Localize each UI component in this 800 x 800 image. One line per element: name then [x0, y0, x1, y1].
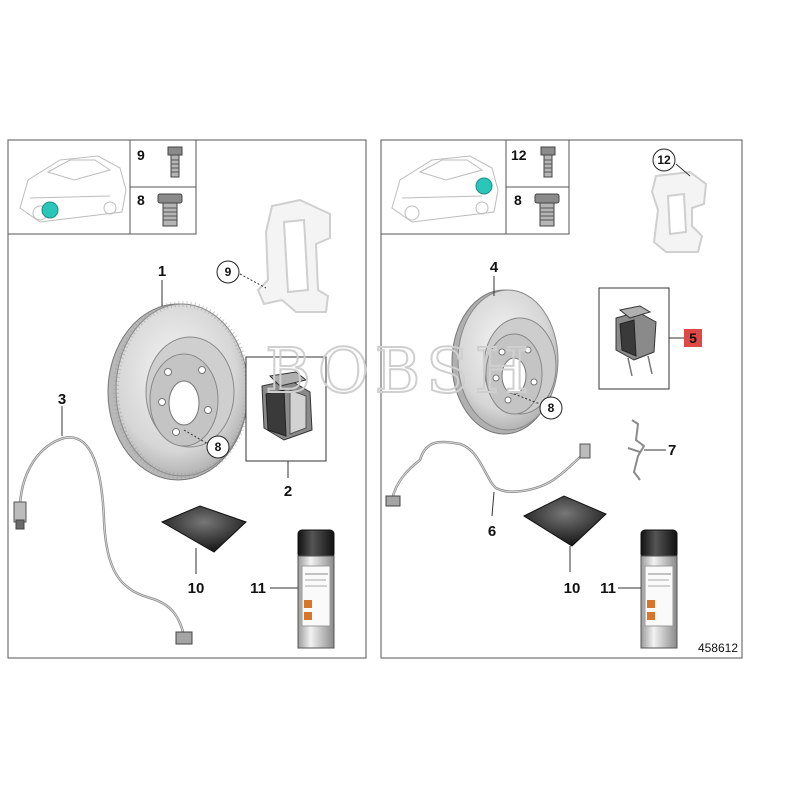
callout-9: 9: [225, 265, 232, 279]
wear-sensor-probe-rear: [579, 443, 591, 459]
callout-leader-12: [675, 163, 691, 177]
callout-11-left: 11: [250, 580, 266, 597]
caliper-carrier-ghost-right: [650, 170, 708, 253]
callout-leader-8-right: [513, 393, 541, 405]
brake-disc-rear: [451, 289, 559, 435]
callout-4: 4: [490, 259, 499, 276]
inset-label-8-right: 8: [514, 192, 522, 208]
brake-pad-set: [245, 356, 327, 462]
wear-sensor-connector: [175, 631, 193, 645]
left-inset: 9 8: [7, 139, 197, 235]
position-marker-icon: [41, 201, 59, 219]
caliper-bolt-icon: [167, 146, 183, 178]
wear-sensor-probe: [13, 501, 27, 530]
caliper-bolt-icon: [540, 146, 556, 178]
right-inset: 12 8: [380, 139, 570, 235]
inset-label-12: 12: [511, 147, 527, 163]
wear-sensor-cable-rear: [390, 440, 587, 501]
callout-8-left: 8: [215, 440, 222, 454]
callout-circle-12: [652, 148, 676, 172]
right-panel: 12 8 12: [380, 139, 743, 659]
grease-pouch-left: [160, 505, 247, 553]
inset-label-9: 9: [137, 147, 145, 163]
wear-sensor-cable: [18, 436, 186, 637]
diagram-number: 458612: [698, 641, 738, 655]
callout-5-highlight: [684, 329, 702, 347]
callout-2: 2: [284, 483, 292, 500]
callout-3: 3: [58, 391, 66, 408]
callout-12: 12: [657, 153, 671, 167]
callout-circle-8-left: [206, 435, 230, 459]
callout-10-left: 10: [188, 580, 205, 597]
grease-pouch-right: [522, 495, 607, 547]
callout-circle-8-right: [539, 396, 563, 420]
callout-leader-9: [239, 273, 267, 289]
wheel-bolt-icon: [534, 193, 560, 227]
callout-5: 5: [689, 330, 697, 346]
car-outline-icon: [391, 155, 499, 223]
callout-leader-8-left: [183, 429, 209, 445]
inset-label-8: 8: [137, 192, 145, 208]
watermark: BOBSH: [265, 334, 535, 407]
callout-6: 6: [488, 523, 496, 540]
callout-10-right: 10: [564, 580, 581, 597]
wheel-bolt-icon: [157, 193, 183, 227]
callout-11-right: 11: [600, 580, 616, 597]
brake-pad-set-rear: [598, 287, 670, 390]
caliper-carrier-ghost: [256, 198, 331, 313]
left-panel: 9 8 9: [7, 139, 367, 659]
callout-7: 7: [668, 442, 676, 459]
car-outline-icon: [19, 155, 127, 223]
spring-clip: [627, 419, 646, 481]
callout-circle-9: [216, 260, 240, 284]
callout-1: 1: [158, 263, 166, 280]
wear-sensor-connector-rear: [385, 495, 401, 507]
callout-8-right: 8: [548, 401, 555, 415]
spray-can-right: [640, 529, 678, 649]
callout-leader-6: [491, 491, 495, 517]
position-marker-icon: [475, 177, 493, 195]
spray-can-left: [297, 529, 335, 649]
